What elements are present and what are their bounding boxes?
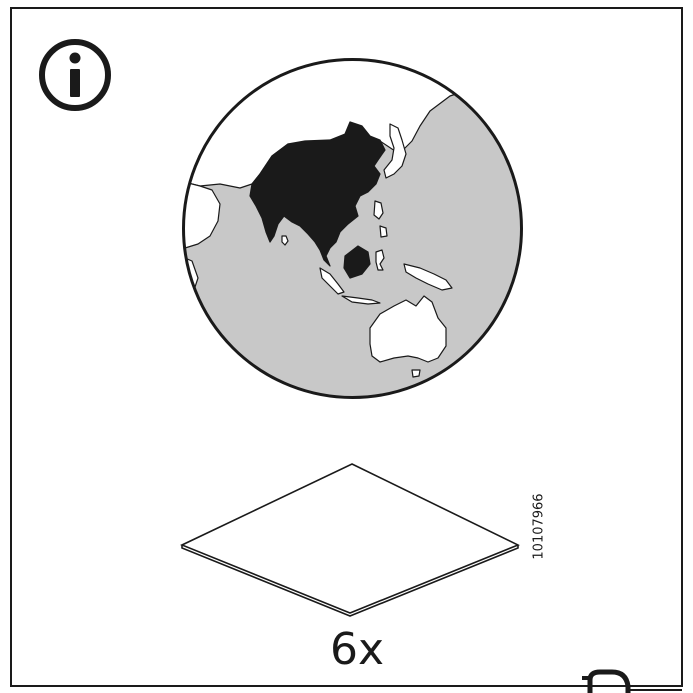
- japan: [383, 123, 407, 179]
- sumatra: [319, 267, 345, 295]
- article-number: 10107966: [526, 486, 552, 576]
- australia: [369, 295, 447, 363]
- borneo: [343, 245, 371, 279]
- tasmania: [411, 369, 421, 378]
- java: [341, 295, 381, 305]
- globe-illustration: [182, 58, 523, 399]
- panel-top-face: [180, 463, 520, 614]
- quantity-label: 6x: [330, 624, 385, 675]
- panel-illustration: [180, 463, 520, 617]
- sulawesi: [375, 249, 385, 271]
- corner-mark-icon: [582, 669, 682, 693]
- page-frame: [10, 7, 683, 687]
- globe-outline: [182, 58, 523, 399]
- arabia: [183, 180, 221, 249]
- asia-highlight: [249, 121, 386, 267]
- sri-lanka: [281, 235, 289, 246]
- panel-edge: [181, 545, 519, 617]
- information-icon: [39, 39, 111, 111]
- new-guinea: [403, 263, 453, 291]
- philippines: [373, 200, 388, 238]
- article-number-text: 10107966: [531, 493, 547, 560]
